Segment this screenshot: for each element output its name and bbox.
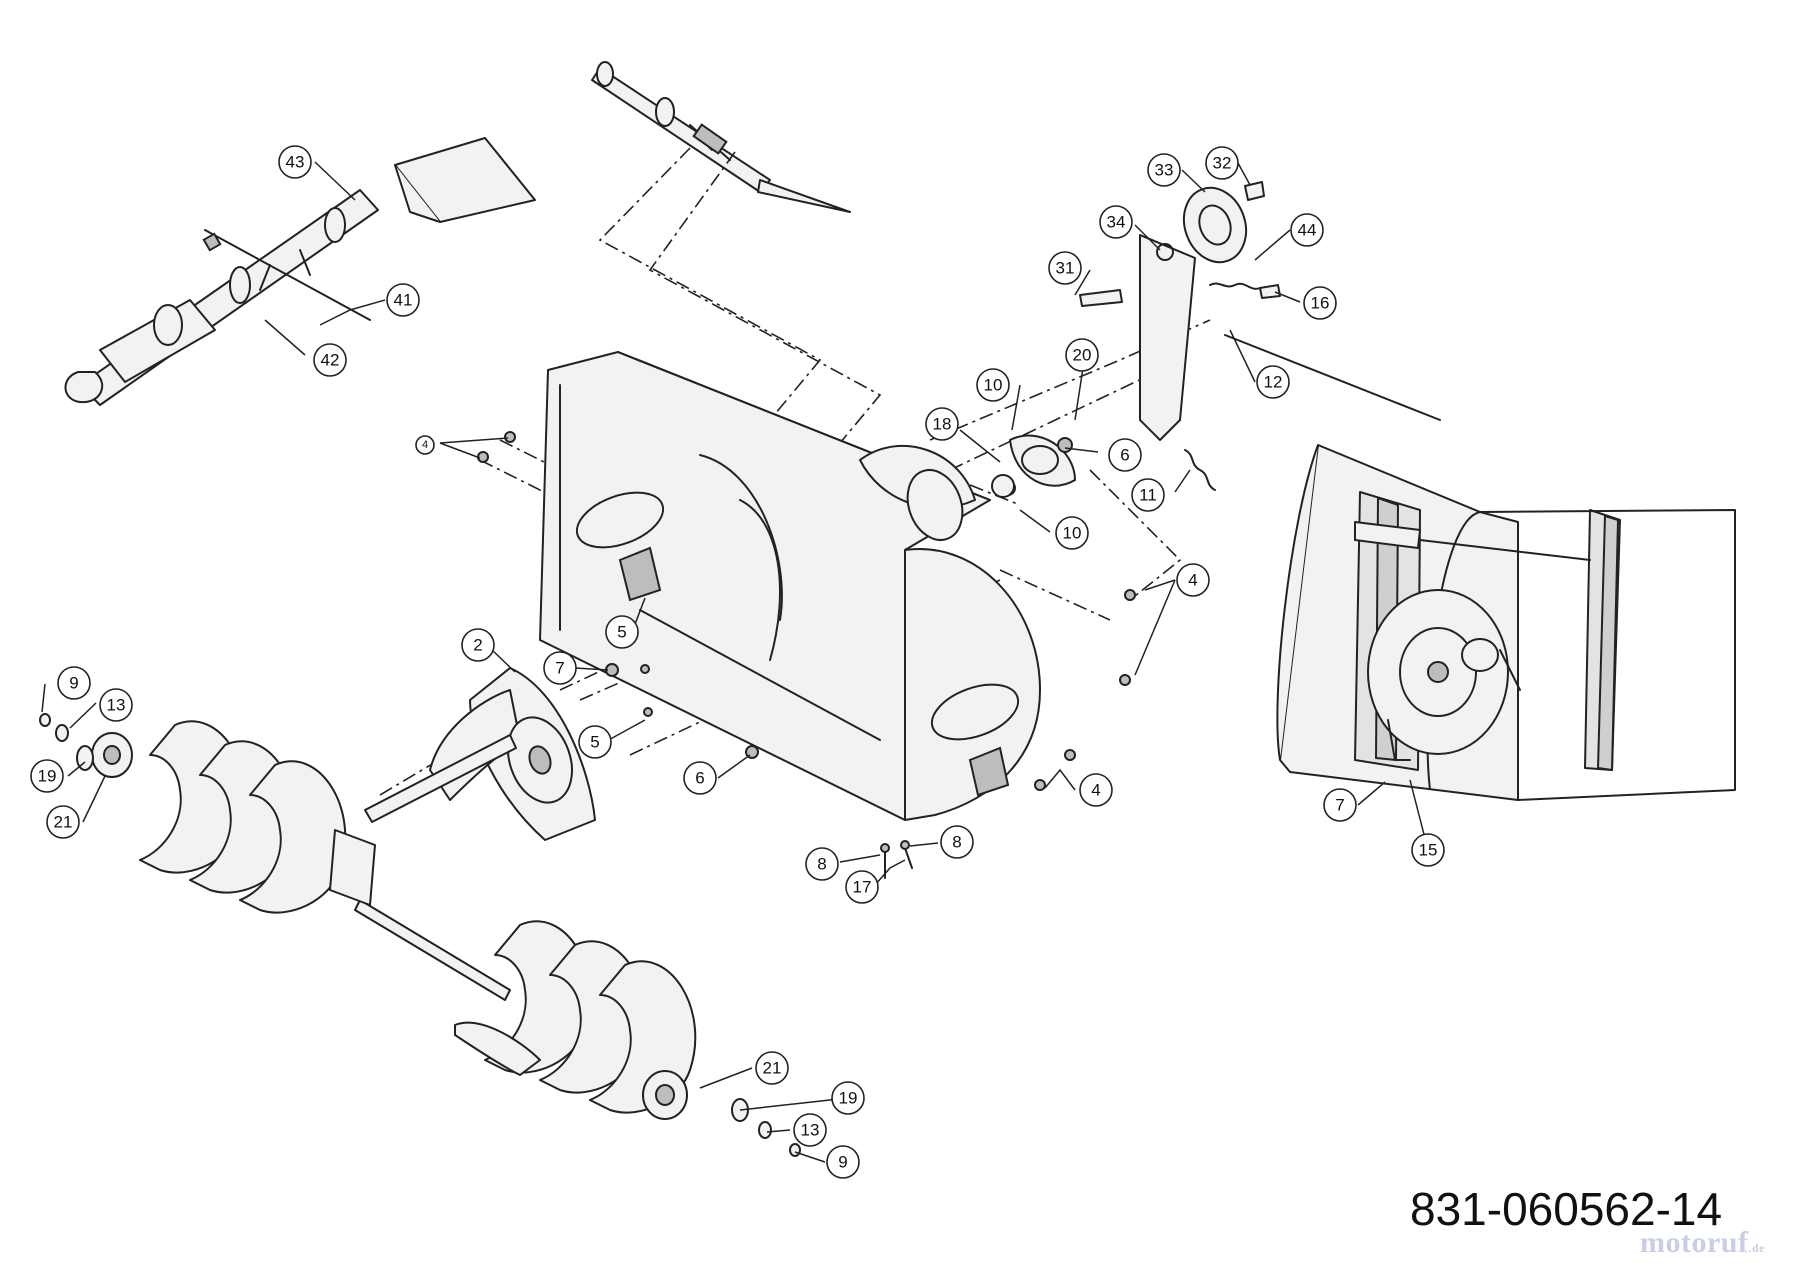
svg-text:16: 16: [1311, 294, 1330, 313]
svg-text:2: 2: [473, 636, 482, 655]
callout-32: 32: [1205, 146, 1239, 180]
svg-text:6: 6: [695, 769, 704, 788]
callout-9: 9: [826, 1145, 860, 1179]
svg-text:31: 31: [1056, 259, 1075, 278]
svg-text:4: 4: [1188, 571, 1197, 590]
callout-17: 17: [845, 870, 879, 904]
callout-44: 44: [1290, 213, 1324, 247]
callout-16: 16: [1303, 286, 1337, 320]
callout-6: 6: [683, 761, 717, 795]
svg-text:6: 6: [1120, 446, 1129, 465]
svg-text:13: 13: [107, 696, 126, 715]
callout-12: 12: [1256, 365, 1290, 399]
callout-13: 13: [793, 1113, 827, 1147]
callout-21: 21: [755, 1051, 789, 1085]
callout-7: 7: [1323, 788, 1357, 822]
svg-text:9: 9: [69, 674, 78, 693]
callout-43: 43: [278, 145, 312, 179]
callout-10: 10: [1055, 516, 1089, 550]
svg-text:7: 7: [555, 659, 564, 678]
svg-text:8: 8: [952, 833, 961, 852]
svg-text:43: 43: [286, 153, 305, 172]
right-auger-flights: [454, 920, 801, 1157]
callout-5: 5: [578, 725, 612, 759]
callout-20: 20: [1065, 338, 1099, 372]
callouts: 43 41 42 33 32 34 44 31 16 20 12 10 18 6…: [30, 145, 1445, 1179]
svg-text:32: 32: [1213, 154, 1232, 173]
svg-text:10: 10: [984, 376, 1003, 395]
callout-11: 11: [1131, 478, 1165, 512]
svg-text:20: 20: [1073, 346, 1092, 365]
callout-41: 41: [386, 283, 420, 317]
callout-8: 8: [940, 825, 974, 859]
callout-4: 4: [415, 435, 435, 455]
svg-text:5: 5: [617, 623, 626, 642]
callout-5: 5: [605, 615, 639, 649]
callout-2: 2: [461, 628, 495, 662]
auger-housing: [539, 351, 1041, 821]
callout-4: 4: [1176, 563, 1210, 597]
callout-10: 10: [976, 368, 1010, 402]
callout-15: 15: [1411, 833, 1445, 867]
svg-text:12: 12: [1264, 373, 1283, 392]
callout-31: 31: [1048, 251, 1082, 285]
watermark-suffix: .de: [1748, 1241, 1765, 1255]
callout-19: 19: [831, 1081, 865, 1115]
callout-42: 42: [313, 343, 347, 377]
svg-text:19: 19: [839, 1089, 858, 1108]
callout-4: 4: [1079, 773, 1113, 807]
callout-9: 9: [57, 666, 91, 700]
watermark-logo: motoruf.de: [1640, 1226, 1765, 1260]
svg-text:4: 4: [422, 439, 428, 451]
assembled-housing-view: [1276, 444, 1736, 801]
callout-19: 19: [30, 759, 64, 793]
svg-text:15: 15: [1419, 841, 1438, 860]
svg-text:8: 8: [817, 855, 826, 874]
svg-text:10: 10: [1063, 524, 1082, 543]
svg-text:34: 34: [1107, 213, 1126, 232]
impeller: [429, 667, 596, 841]
svg-text:11: 11: [1139, 486, 1157, 505]
chute-crank-assembly: [64, 137, 536, 406]
watermark-brand: motoruf: [1640, 1226, 1749, 1259]
svg-text:13: 13: [801, 1121, 820, 1140]
svg-text:44: 44: [1298, 221, 1317, 240]
svg-text:4: 4: [1091, 781, 1100, 800]
left-auger-flights: [39, 713, 376, 914]
chute-rod-assembly: [591, 61, 851, 213]
svg-text:7: 7: [1335, 796, 1344, 815]
callout-6: 6: [1108, 438, 1142, 472]
svg-text:33: 33: [1155, 161, 1174, 180]
drawing-number: 831-060562-14: [1410, 1183, 1723, 1235]
svg-text:21: 21: [54, 813, 73, 832]
callout-34: 34: [1099, 205, 1133, 239]
callout-13: 13: [99, 688, 133, 722]
svg-text:18: 18: [933, 415, 952, 434]
callout-7: 7: [543, 651, 577, 685]
pulley-bracket-assembly: [991, 181, 1441, 498]
callout-21: 21: [46, 805, 80, 839]
callout-33: 33: [1147, 153, 1181, 187]
svg-text:42: 42: [321, 351, 340, 370]
svg-text:19: 19: [38, 767, 57, 786]
svg-text:9: 9: [838, 1153, 847, 1172]
svg-text:21: 21: [763, 1059, 782, 1078]
svg-text:41: 41: [394, 291, 413, 310]
svg-text:5: 5: [590, 733, 599, 752]
callout-18: 18: [925, 407, 959, 441]
svg-text:17: 17: [853, 878, 872, 897]
callout-8: 8: [805, 847, 839, 881]
